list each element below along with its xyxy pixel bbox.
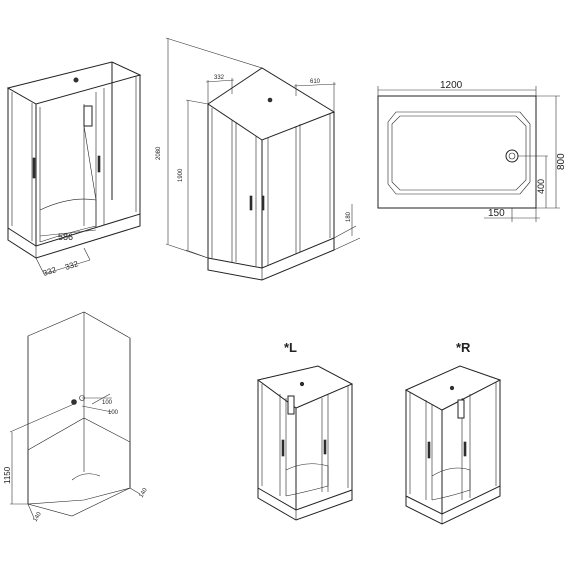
door-handle-icon xyxy=(427,441,431,459)
variant-right-label: *R xyxy=(456,340,471,355)
shower-column-icon xyxy=(287,395,295,415)
cabin-base-tray xyxy=(207,237,335,281)
cabin-base-tray xyxy=(257,487,353,521)
door-handle-icon xyxy=(281,439,285,457)
base-depth-label: 586 xyxy=(58,232,73,242)
wall-installation-view: 100 100 1150 140 140 xyxy=(3,311,150,523)
shower-column-icon xyxy=(83,105,93,127)
door-handle-icon xyxy=(97,155,101,173)
roof-light-icon xyxy=(267,97,273,103)
door-handle-icon xyxy=(32,157,36,179)
variant-right-view: *R xyxy=(404,340,502,525)
variant-left-label: *L xyxy=(284,340,297,355)
cabin-corner-view: 2080 1900 332 610 180 xyxy=(156,37,361,281)
roof-light-icon xyxy=(449,385,455,391)
base-offset-a-label: 332 xyxy=(42,265,58,278)
drain-offset-x-label: 150 xyxy=(488,208,505,219)
inlet-b-label: 100 xyxy=(108,410,119,416)
inlet-height-label: 1150 xyxy=(3,466,12,484)
cabin-roof xyxy=(6,61,142,105)
wall-a-label: 140 xyxy=(33,511,44,523)
top-left-width-label: 332 xyxy=(214,75,225,81)
inlet-a-label: 100 xyxy=(102,400,113,406)
roof-light-icon xyxy=(299,381,305,387)
wall-b-label: 140 xyxy=(139,487,150,499)
water-inlet-icon xyxy=(71,399,77,405)
variant-left-view: *L xyxy=(256,340,354,521)
top-right-width-label: 610 xyxy=(310,79,321,85)
drain-icon xyxy=(505,149,519,163)
base-offset-b-label: 332 xyxy=(64,259,80,272)
total-height-label: 2080 xyxy=(156,146,162,160)
drain-offset-y-label: 400 xyxy=(536,179,546,194)
roof-light-icon xyxy=(73,77,79,83)
tray-inner-basin xyxy=(387,111,531,195)
tray-depth-label: 800 xyxy=(556,153,567,170)
cabin-base-tray xyxy=(7,213,141,259)
door-handle-icon xyxy=(463,441,467,457)
tray-plan-view: 1200 800 400 150 xyxy=(377,80,567,222)
door-handle-icon xyxy=(249,195,253,211)
shower-column-icon xyxy=(457,399,465,419)
door-height-label: 1900 xyxy=(178,168,184,182)
door-handle-icon xyxy=(261,195,265,211)
cabin-roof xyxy=(256,365,354,409)
tray-width-label: 1200 xyxy=(440,80,463,91)
cabin-base-tray xyxy=(405,485,501,525)
tray-height-label: 180 xyxy=(346,211,352,222)
door-handle-icon xyxy=(323,439,327,455)
cabin-perspective-view: 586 332 332 xyxy=(6,61,142,278)
